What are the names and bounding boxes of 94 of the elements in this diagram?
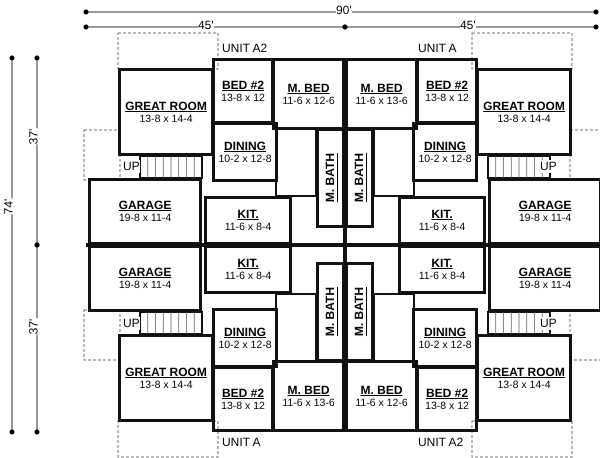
room-name: DINING [224, 140, 266, 152]
room-outline [212, 122, 278, 182]
unit-label: UNIT A2 [418, 436, 464, 449]
room-dimensions: 11-6 x 8-4 [418, 270, 466, 282]
room-outline [476, 68, 572, 156]
room-outline [212, 366, 274, 432]
room-dimensions: 11-6 x 8-4 [418, 221, 466, 233]
room-name: GREAT ROOM [125, 100, 207, 112]
dimension-text: 37' [27, 318, 40, 334]
room-dimensions: 13-8 x 12 [425, 400, 469, 412]
room-dimensions: 13-8 x 14-4 [139, 112, 193, 124]
room-name: M. BATH [353, 153, 366, 203]
room-dimensions: 13-8 x 14-4 [497, 112, 551, 124]
room-outline [398, 196, 486, 245]
room-outline [416, 366, 478, 432]
room-name: KIT. [431, 208, 453, 221]
room-outline [316, 262, 345, 362]
room-outline [488, 178, 600, 245]
dimension-text: 90' [336, 4, 352, 17]
room-dimensions: 19-8 x 11-4 [118, 279, 172, 291]
dimension-text: 45' [460, 19, 476, 32]
unit-label: UNIT A [222, 436, 260, 449]
room-dimensions: 13-8 x 14-4 [497, 378, 551, 390]
room-outline [316, 128, 345, 228]
room-outline [88, 245, 202, 312]
unit-label: UNIT A2 [222, 42, 268, 55]
room-outline [118, 334, 214, 422]
room-outline [272, 58, 345, 130]
room-name: M. BATH [324, 287, 337, 337]
room-dimensions: 13-8 x 12 [221, 400, 265, 412]
room-outline [488, 245, 600, 312]
room-name: GARAGE [518, 199, 572, 212]
room-name: M. BATH [353, 287, 366, 337]
room-name: BED #2 [222, 386, 264, 400]
room-dimensions: 11-6 x 13-6 [355, 94, 408, 106]
room-dimensions: 11-6 x 8-4 [224, 221, 272, 233]
room-name: M. BED [360, 82, 402, 94]
room-name: DINING [424, 140, 466, 152]
room-outline [118, 68, 214, 156]
room-name: BED #2 [222, 78, 264, 92]
room-name: GREAT ROOM [483, 366, 565, 378]
room-outline [345, 360, 418, 432]
room-name: GARAGE [518, 266, 572, 279]
stair-label: UP [123, 160, 140, 173]
room-outline [476, 334, 572, 422]
stair-label: UP [123, 317, 140, 330]
room-name: DINING [224, 326, 266, 338]
room-name: BED #2 [426, 78, 468, 92]
stair-label: UP [540, 160, 557, 173]
room-outline [204, 245, 292, 294]
room-outline [398, 245, 486, 294]
room-dimensions: 19-8 x 11-4 [518, 279, 572, 291]
room-name: GREAT ROOM [125, 366, 207, 378]
room-name: M. BED [288, 384, 330, 396]
room-dimensions: 19-8 x 11-4 [518, 212, 572, 224]
room-outline [416, 58, 478, 124]
room-outline [345, 128, 374, 228]
room-dimensions: 13-8 x 12 [425, 92, 469, 104]
room-name: KIT. [431, 257, 453, 270]
room-outline [212, 308, 278, 368]
room-name: KIT. [237, 208, 259, 221]
room-dimensions: 10-2 x 12-8 [218, 338, 272, 350]
room-dimensions: 11-6 x 12-6 [282, 94, 335, 106]
dimension-text: 37' [27, 128, 40, 144]
room-dimensions: 19-8 x 11-4 [118, 212, 172, 224]
room-name: KIT. [237, 257, 259, 270]
dimension-text: 74' [2, 198, 16, 214]
room-outline [272, 360, 345, 432]
room-dimensions: 10-2 x 12-8 [418, 338, 472, 350]
room-outline [345, 262, 374, 362]
room-outline [345, 58, 418, 130]
room-name: GARAGE [118, 266, 172, 279]
room-dimensions: 11-6 x 13-6 [282, 396, 335, 408]
room-dimensions: 13-8 x 12 [221, 92, 265, 104]
room-dimensions: 11-6 x 12-6 [355, 396, 408, 408]
room-outline [204, 196, 292, 245]
room-name: BED #2 [426, 386, 468, 400]
room-outline [212, 58, 274, 124]
stair-label: UP [540, 317, 557, 330]
room-outline [412, 122, 478, 182]
room-dimensions: 13-8 x 14-4 [139, 378, 193, 390]
room-name: M. BED [360, 384, 402, 396]
room-dimensions: 10-2 x 12-8 [218, 152, 272, 164]
room-outline [88, 178, 202, 245]
dimension-text: 45' [198, 19, 214, 32]
room-dimensions: 11-6 x 8-4 [224, 270, 272, 282]
room-name: GARAGE [118, 199, 172, 212]
unit-label: UNIT A [418, 42, 456, 55]
room-dimensions: 10-2 x 12-8 [418, 152, 472, 164]
room-name: GREAT ROOM [483, 100, 565, 112]
room-name: DINING [424, 326, 466, 338]
room-outline [412, 308, 478, 368]
room-name: M. BATH [324, 153, 337, 203]
room-name: M. BED [288, 82, 330, 94]
